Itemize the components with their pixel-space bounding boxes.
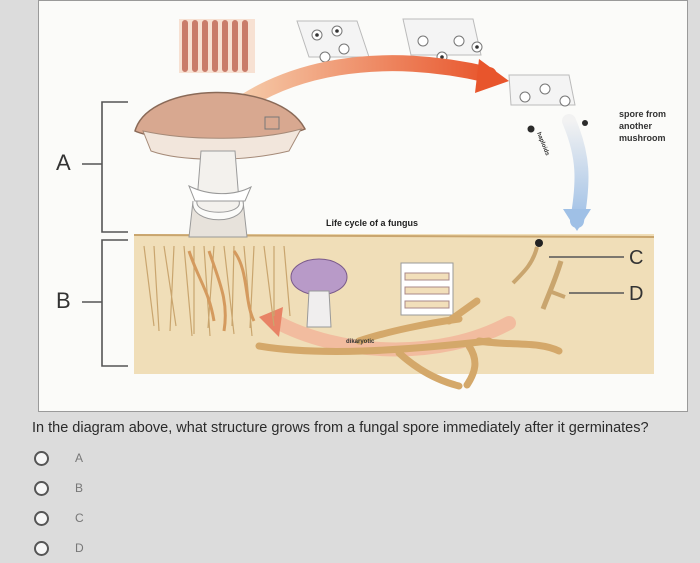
hyphae-detail-panel [400,262,454,316]
spore-label-line-1: spore from [619,109,666,119]
option-a-label: A [75,451,84,465]
diagram-title: Life cycle of a fungus [326,218,418,228]
pointer-label-d: D [629,283,643,305]
haploid-label: haploids [535,132,550,158]
dikaryotic-label: dikaryotic [346,339,375,345]
basidia-panel-2 [402,18,483,63]
haploid-arrow [562,114,589,228]
radio-b[interactable] [34,480,49,496]
option-d[interactable]: D [34,533,84,563]
bracket-label-a: A [56,150,71,175]
pointer-label-c: C [629,247,643,269]
gill-panel [179,19,255,73]
germinating-spore [511,239,566,310]
mushroom-illustration [134,91,307,238]
young-mushroom [290,258,348,328]
return-arrow-head [259,307,283,337]
option-c[interactable]: C [34,503,84,533]
option-d-label: D [75,541,84,555]
fungus-life-cycle-diagram: Life cycle of a fungus dikaryotic haploi… [133,18,666,390]
answer-options: A B C D [34,443,84,563]
spore-label-line-3: mushroom [619,133,666,143]
spore-release-panel [508,74,588,133]
dikaryotic-hyphae [255,297,563,390]
spore-label-line-2: another [619,121,653,131]
basidia-panel-1 [296,20,370,63]
bracket-lines [82,101,128,367]
bracket-label-b: B [56,288,71,313]
diagram-frame: Life cycle of a fungus dikaryotic haploi… [38,0,688,412]
option-c-label: C [75,511,84,525]
mycelium-strands [187,250,256,332]
radio-a[interactable] [34,450,49,466]
question-text: In the diagram above, what structure gro… [32,420,649,436]
haploid-arrow-head [563,209,591,231]
option-b-label: B [75,481,84,495]
radio-c[interactable] [34,510,49,526]
radio-d[interactable] [34,540,49,556]
spore-arrow-head [475,59,509,93]
option-b[interactable]: B [34,473,84,503]
option-a[interactable]: A [34,443,84,473]
